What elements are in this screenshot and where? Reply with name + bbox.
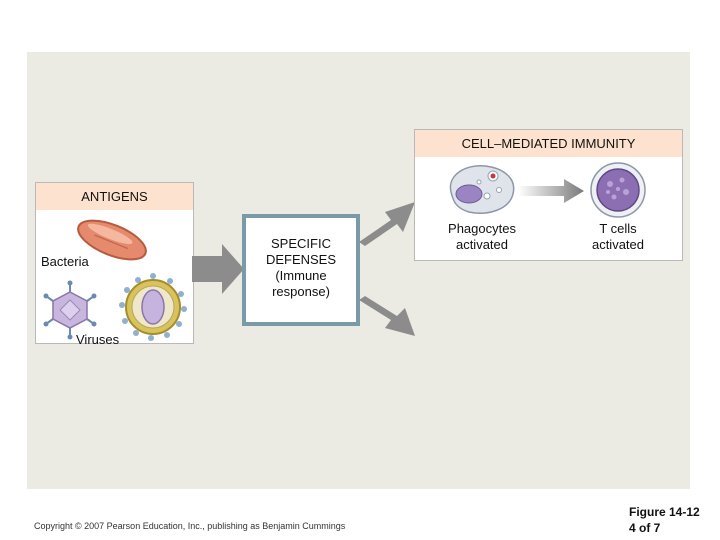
copyright-text: Copyright © 2007 Pearson Education, Inc.… — [34, 521, 346, 531]
arrow-down-right-icon — [359, 296, 415, 336]
t-cells-line1: T cells — [599, 221, 637, 236]
phagocytes-line1: Phagocytes — [448, 221, 516, 236]
t-cells-line2: activated — [591, 237, 645, 252]
activation-arrow-icon — [518, 179, 584, 203]
virus-icon — [43, 280, 97, 340]
antigens-header: ANTIGENS — [36, 183, 193, 210]
phagocytes-label: Phagocytes activated — [440, 221, 524, 253]
figure-page: 4 of 7 — [629, 521, 661, 535]
t-cell-icon — [590, 162, 646, 218]
defenses-line: DEFENSES — [265, 252, 337, 267]
cell-mediated-header: CELL–MEDIATED IMMUNITY — [415, 130, 682, 157]
specific-line: SPECIFIC — [271, 236, 331, 251]
specific-defenses-text: SPECIFIC DEFENSES (Immune response) — [246, 236, 356, 300]
immune-line: (Immune — [275, 268, 327, 283]
bacteria-icon — [77, 219, 147, 261]
t-cells-label: T cells activated — [581, 221, 655, 253]
arrow-up-right-icon — [359, 202, 415, 246]
cell-mediated-title: CELL–MEDIATED IMMUNITY — [461, 136, 636, 151]
figure-label: Figure 14-12 4 of 7 — [629, 504, 700, 536]
specific-defenses-box: SPECIFIC DEFENSES (Immune response) — [242, 214, 360, 326]
response-line: response) — [272, 284, 330, 299]
arrow-right-icon — [192, 244, 244, 294]
antigens-title: ANTIGENS — [81, 189, 148, 204]
phagocyte-icon — [449, 165, 515, 214]
viruses-label: Viruses — [76, 332, 120, 347]
figure-number: Figure 14-12 — [629, 505, 700, 519]
bacteria-label: Bacteria — [41, 254, 89, 269]
phagocytes-line2: activated — [455, 237, 509, 252]
enveloped-virus-icon — [119, 273, 187, 341]
